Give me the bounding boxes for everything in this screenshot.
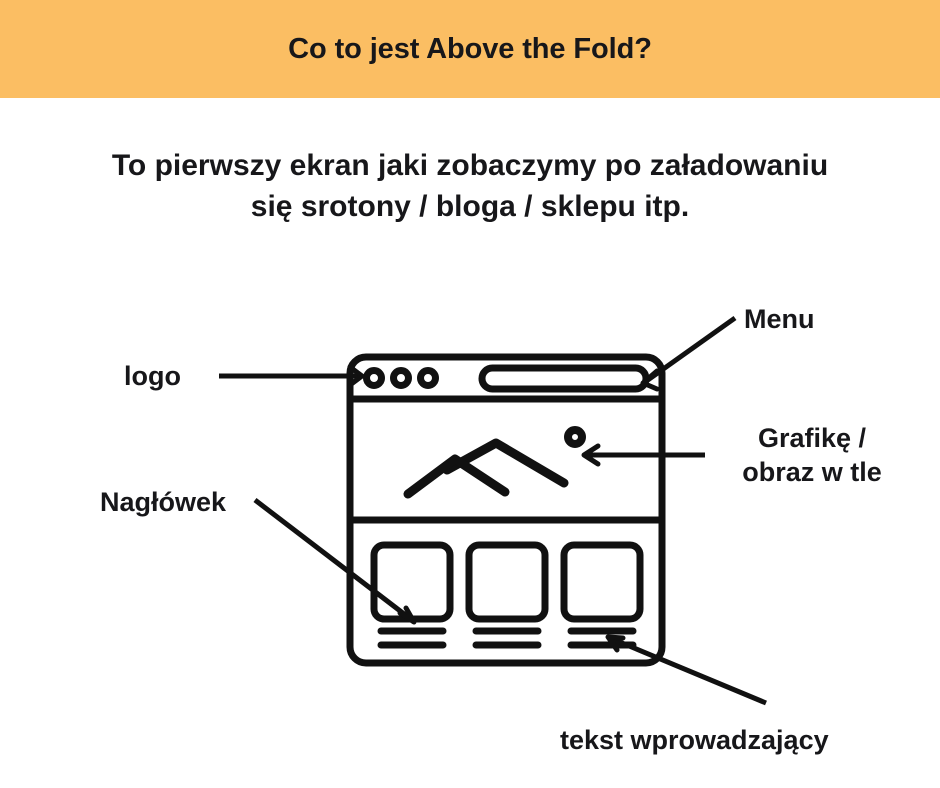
callout-line-menu — [643, 315, 737, 385]
titlebar-dot-1 — [363, 367, 385, 389]
subtitle: To pierwszy ekran jaki zobaczymy po zała… — [50, 146, 890, 227]
card-1-thumbnail — [370, 541, 454, 623]
callout-arrowhead-heading — [397, 605, 417, 625]
browser-window-frame — [346, 353, 666, 667]
callout-arrowhead-menu — [640, 368, 660, 392]
label-graphic-line-1: Grafikę / — [757, 423, 867, 453]
label-logo: logo — [124, 361, 181, 391]
page-title: Co to jest Above the Fold? — [288, 32, 652, 65]
label-intro-text: tekst wprowadzający — [560, 725, 829, 755]
sun-circle-icon — [564, 426, 586, 448]
card-2-thumbnail — [465, 541, 549, 623]
subtitle-line-2: się srotony / bloga / sklepu itp. — [250, 189, 690, 223]
callout-line-intro — [609, 635, 767, 706]
callout-line-heading — [253, 498, 414, 622]
subtitle-line-1: To pierwszy ekran jaki zobaczymy po zała… — [111, 149, 829, 182]
menu-bar-pill — [478, 364, 650, 393]
titlebar-dot-2 — [390, 367, 412, 389]
callout-arrowhead-intro — [605, 634, 626, 653]
label-menu: Menu — [744, 304, 815, 334]
header-banner: Co to jest Above the Fold? — [0, 0, 940, 98]
callout-arrowhead-logo — [347, 364, 365, 388]
callout-arrowhead-graphic — [581, 443, 601, 467]
card-3-thumbnail — [560, 541, 644, 623]
titlebar-dot-3 — [417, 367, 439, 389]
label-heading: Nagłówek — [100, 487, 227, 517]
mountain-front-peak-icon — [403, 454, 510, 499]
label-graphic: Grafikę / obraz w tle — [712, 422, 912, 490]
label-graphic-line-2: obraz w tle — [742, 456, 882, 487]
